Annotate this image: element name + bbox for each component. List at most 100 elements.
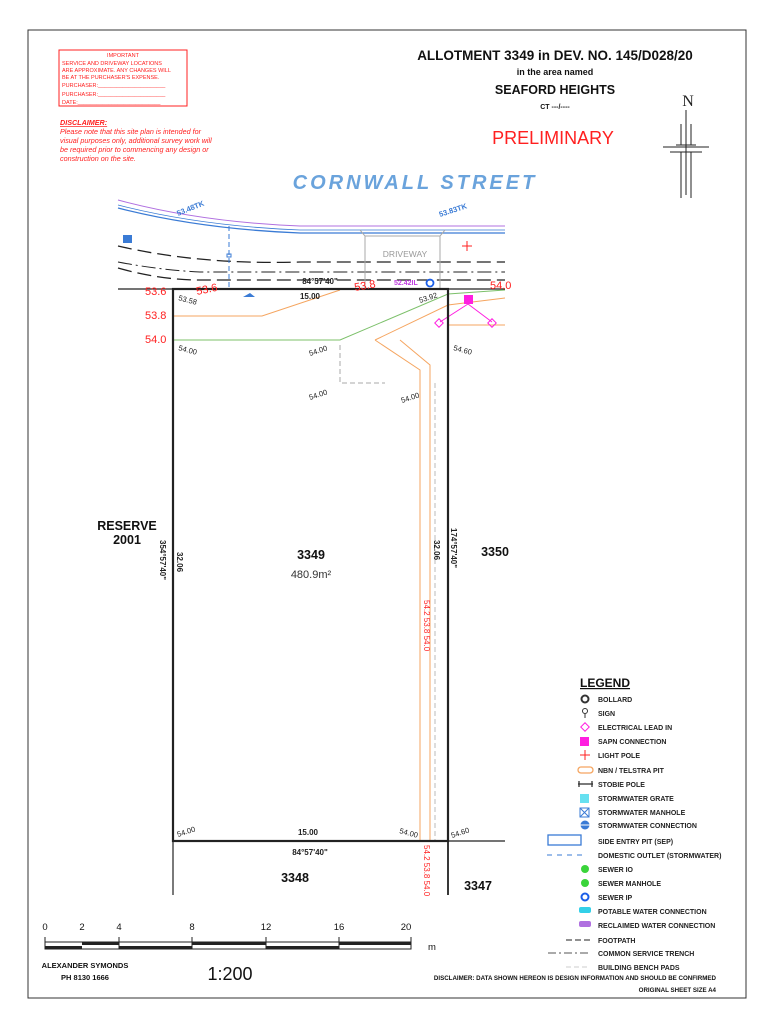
legend-title: LEGEND [580,676,630,690]
street-name: CORNWALL STREET [293,172,538,194]
scale-tick: 16 [334,922,345,933]
electrical-lead-in-icon [434,318,444,328]
spot-level: 54.00 [176,825,197,839]
bollard-icon [580,694,590,704]
spot-level: 54.60 [452,343,472,357]
spot-level: 54.00 [308,388,329,402]
legend-label: SAPN CONNECTION [598,739,666,746]
sapn-connection-icon [580,737,589,746]
purchaser-1-field: PURCHASER:______________________ [62,83,166,89]
notice-line: SERVICE AND DRIVEWAY LOCATIONS [62,61,162,67]
legend-label: STORMWATER CONNECTION [598,823,697,830]
north-label: N [682,93,694,110]
legend-label: DOMESTIC OUTLET (STORMWATER) [598,853,721,860]
contour-label: 54.0 [145,334,166,346]
spot-level: 54.00 [398,826,418,840]
sheet-size: ORIGINAL SHEET SIZE A4 [639,987,717,994]
suburb-name: SEAFORD HEIGHTS [495,83,615,97]
side-contour-labels: 54.2 53.8 54.0 [422,600,431,652]
spot-level: 54.00 [308,344,329,358]
driveway-label: DRIVEWAY [383,249,428,259]
important-notice-box: IMPORTANT SERVICE AND DRIVEWAY LOCATIONS… [58,49,188,107]
footpath-and-trench-lines [117,245,505,281]
legend-label: STORMWATER MANHOLE [598,810,686,817]
light-pole-icon [462,241,472,251]
disclaimer-line: visual purposes only, additional survey … [60,136,212,145]
footer-disclaimer: DISCLAIMER: DATA SHOWN HEREON IS DESIGN … [434,975,717,982]
author-phone: PH 8130 1666 [61,973,109,982]
legend-label: NBN / TELSTRA PIT [598,768,665,775]
length-left: 32.06 [175,552,184,573]
purchaser-2-field: PURCHASER:______________________ [62,92,166,98]
stormwater-grate-icon [580,794,589,803]
stormwater-manhole-icon [123,235,132,243]
contour-label: 54.0 [490,280,511,292]
disclaimer-line: Please note that this site plan is inten… [60,127,202,136]
legend-label: COMMON SERVICE TRENCH [598,951,694,958]
stormwater-manhole-icon [579,807,590,818]
stormwater-connection-icon [580,820,590,830]
contour-label: 53.8 [145,310,166,322]
reserve-number: 2001 [113,533,141,547]
bearing-left: 354°57'40" [158,540,167,580]
notice-heading: IMPORTANT [107,53,140,59]
disclaimer-heading: DISCLAIMER: [60,118,108,127]
lot-boundaries [118,287,505,895]
road-kerb-lines [117,199,505,234]
legend: LEGEND BOLLARD SIGN ELECTRICAL LEAD IN S… [547,676,721,972]
nbn-telstra-pit-icon [577,766,594,774]
length-front: 15.00 [300,292,321,301]
light-pole-icon [580,750,590,760]
author-name: ALEXANDER SYMONDS [42,961,129,970]
title-block: ALLOTMENT 3349 in DEV. NO. 145/D028/20 i… [417,48,693,148]
length-right: 32.06 [432,540,441,561]
legend-label: BOLLARD [598,697,632,704]
contour-label: 53.8 [353,278,376,294]
preliminary-stamp: PRELIMINARY [492,128,614,148]
top-of-kerb-level: 53.83TK [438,201,469,219]
scale-tick: 0 [42,922,47,933]
bearing-rear: 84°57'40" [292,848,328,857]
electrical-lead-in-icon [487,318,497,328]
area-caption: in the area named [517,67,594,77]
domestic-outlet-icon [226,253,232,258]
sewer-ip-icon [580,892,590,902]
scale-tick: 20 [401,922,412,933]
side-entry-pit-icon [547,834,582,846]
drawing-scale: 1:200 [207,964,252,984]
disclaimer-block: DISCLAIMER: Please note that this site p… [60,118,212,163]
lot-number: 3349 [297,548,325,562]
scale-tick: 4 [116,922,121,933]
length-rear: 15.00 [298,828,319,837]
date-field: DATE:___________________________ [62,100,161,106]
spot-level: 54.00 [400,391,421,405]
reclaimed-water-icon [579,921,591,927]
lot-area: 480.9m² [291,569,332,581]
driveway: DRIVEWAY [359,229,446,289]
legend-label: SIDE ENTRY PIT (SEP) [598,839,673,846]
notice-line: ARE APPROXIMATE. ANY CHANGES WILL [62,68,171,74]
spot-level: 54.60 [450,826,471,840]
neighbour-lot: 3350 [481,545,509,559]
spot-level: 54.00 [177,343,197,357]
scale-tick: 8 [189,922,194,933]
legend-label: STOBIE POLE [598,782,645,789]
legend-label: ELECTRICAL LEAD IN [598,725,672,732]
stobie-pole-icon [578,781,593,787]
spot-level: 53.58 [177,293,197,307]
north-arrow-icon: N [663,93,709,198]
invert-level: 52.42IL [394,280,418,287]
potable-water-icon [579,907,591,913]
sign-icon [582,708,588,718]
sheet-frame [27,29,747,999]
sewer-ip-icon [425,278,435,288]
side-contour-labels: 54.2 53.8 54.0 [422,845,431,897]
legend-label: BUILDING BENCH PADS [598,965,680,972]
legend-label: LIGHT POLE [598,753,640,760]
legend-label: SEWER MANHOLE [598,881,661,888]
sewer-manhole-icon [581,879,589,887]
legend-label: SIGN [598,711,615,718]
scale-tick: 2 [79,922,84,933]
scale-tick: 12 [261,922,272,933]
